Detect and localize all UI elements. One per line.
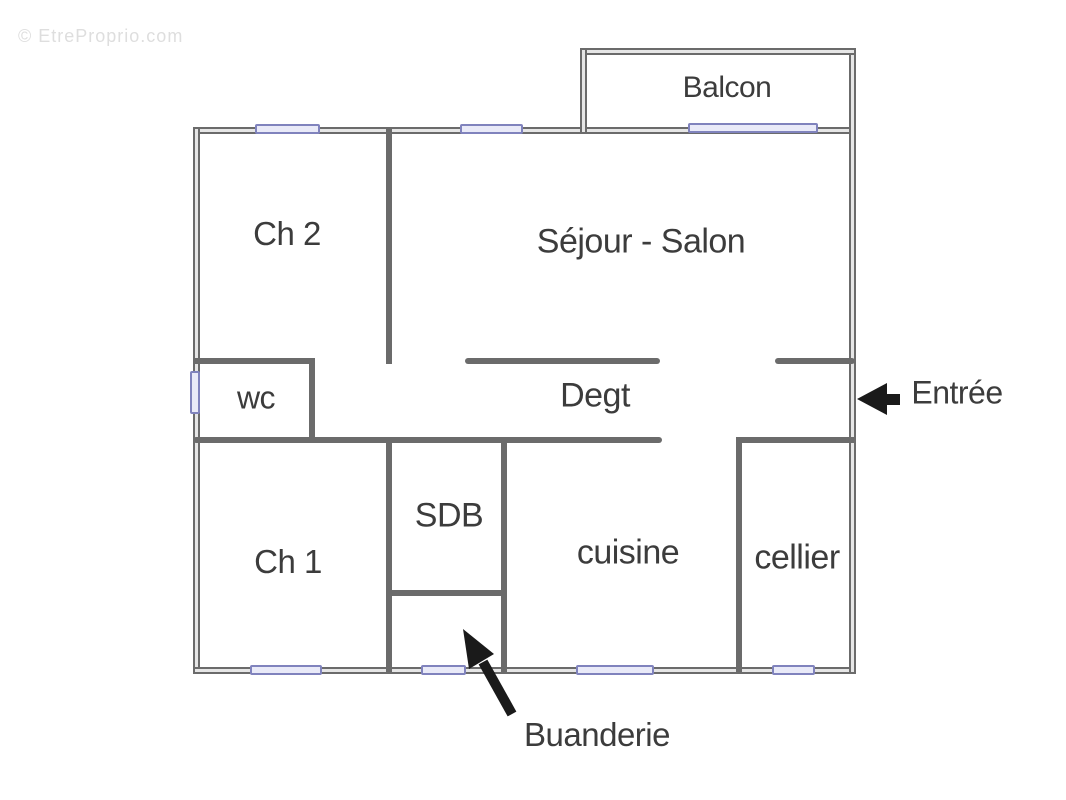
room-label-wc: wc [236,379,276,416]
room-label-ch2: Ch 2 [253,215,321,252]
window-buanderie-icon [421,665,466,675]
window-wc-icon [190,371,200,414]
wall-cellier-top [736,437,856,443]
wall-sdb-right [501,437,507,674]
window-ch2-icon [255,124,320,134]
wall-degt-top-left [465,358,660,364]
window-ch1-icon [250,665,322,675]
wall-degt-bottom [193,437,662,443]
room-label-ch1: Ch 1 [254,543,322,580]
room-label-sejour: Séjour - Salon [536,222,746,261]
annotation-label-buanderie: Buanderie [524,716,670,753]
window-sejour-icon [460,124,523,134]
annotation-label-entree: Entrée [911,374,1003,411]
wall-balcony-top [580,48,856,55]
wall-sdb-bottom [386,590,507,596]
window-cuisine-icon [576,665,654,675]
room-label-cuisine: cuisine [576,533,680,572]
arrow-left-icon [857,383,900,415]
room-label-balcon: Balcon [682,71,772,104]
wall-wc-top [193,358,315,364]
watermark: © EtreProprio.com [18,26,184,46]
room-label-cellier: cellier [754,538,840,577]
window-cellier-icon [772,665,815,675]
room-label-degt: Degt [560,376,630,415]
wall-cellier-left [736,437,742,674]
wall-balcony-left [580,48,587,134]
wall-wc-right [309,358,315,443]
window-balcony-icon [688,123,818,133]
wall-ch1-right [386,437,392,674]
wall-ch2-right [386,127,392,364]
room-label-sdb: SDB [414,496,484,535]
wall-degt-top-right [775,358,855,364]
